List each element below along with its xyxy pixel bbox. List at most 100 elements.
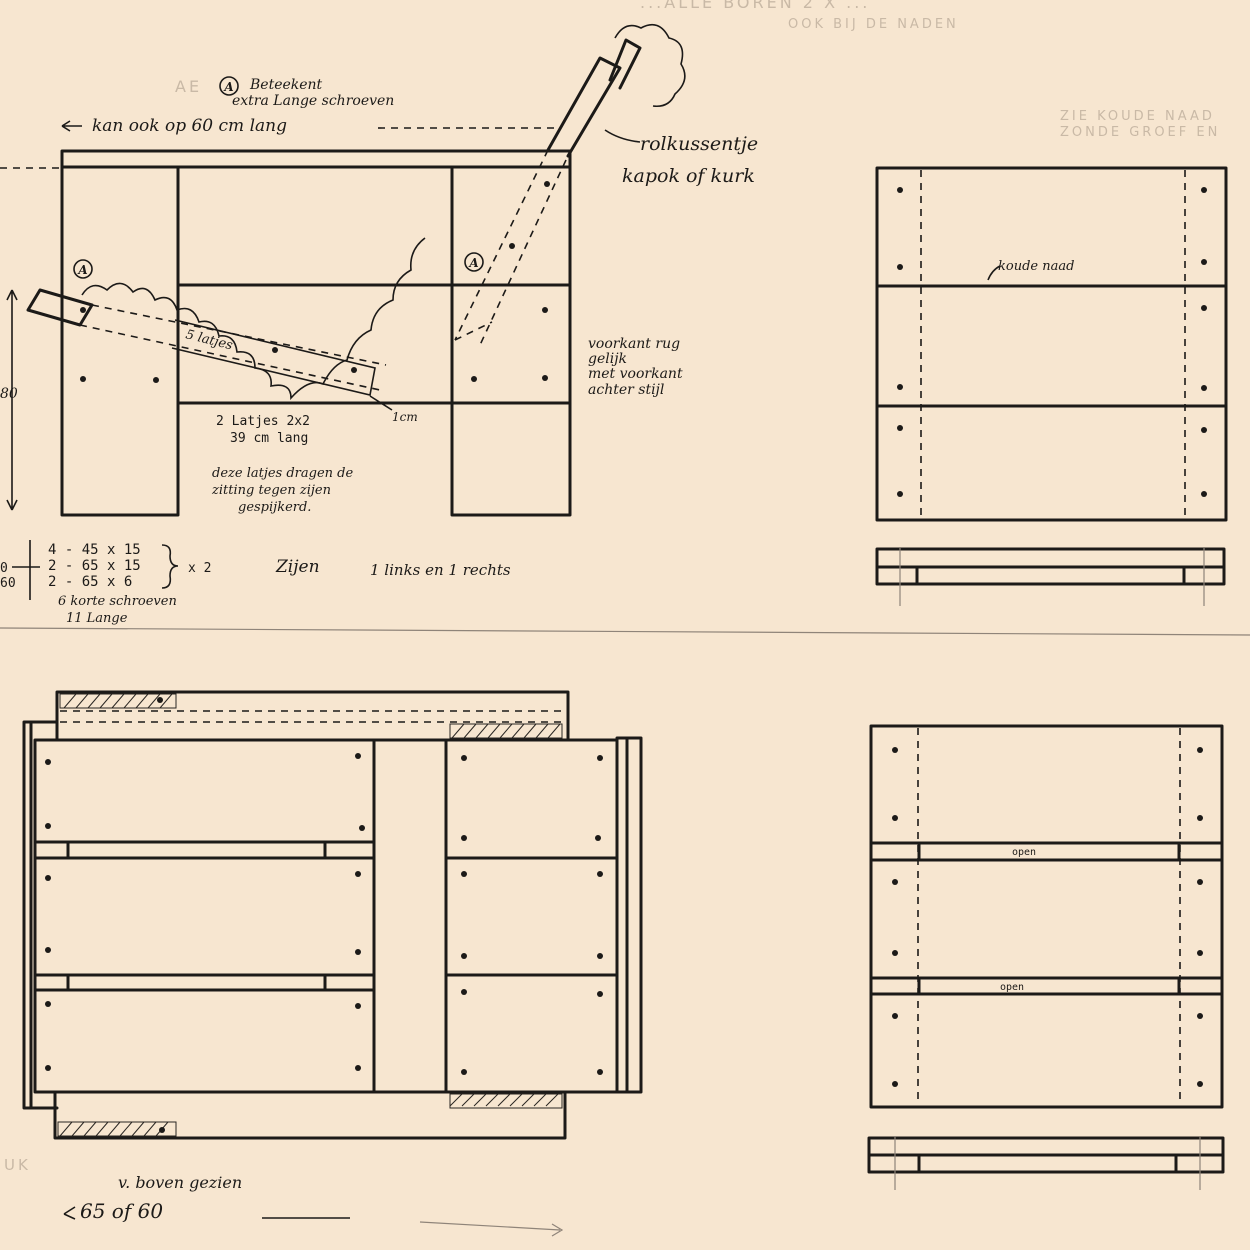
hatch-block [57, 1121, 177, 1137]
back-panel-rail-ends [917, 841, 1181, 996]
screw-dot [80, 376, 86, 382]
cushion-leader [604, 129, 641, 143]
screw-dot [461, 989, 467, 995]
arrow-left-icon [63, 1206, 76, 1220]
front-note-1: voorkant rug [588, 336, 680, 352]
screw-dot [542, 307, 548, 313]
open-label-1: open [1012, 847, 1036, 858]
faint-uk: UK [4, 1156, 31, 1174]
screw-dot [351, 367, 357, 373]
screw-dot [597, 871, 603, 877]
sides-label: Zijen [275, 557, 320, 577]
screw-dot [892, 879, 898, 885]
screw-dot [159, 1127, 165, 1133]
screw-dot [1197, 1013, 1203, 1019]
backrest-hidden-lines [454, 149, 567, 346]
screw-dot [1197, 1081, 1203, 1087]
dim-80: 80 [0, 386, 18, 402]
parts-line-1: 4 - 45 x 15 [48, 542, 141, 558]
screw-dot [892, 747, 898, 753]
head-cushion [614, 23, 686, 108]
screw-dot [355, 1003, 361, 1009]
parts-bracket-left [12, 540, 40, 600]
screw-dot [544, 181, 550, 187]
legend-line-1: Beteekent [249, 77, 323, 93]
screw-dot [45, 759, 51, 765]
screw-dot [45, 1001, 51, 1007]
top-view-drawing: v. boven gezien 65 of 60 [22, 690, 643, 1237]
screw-dot [461, 871, 467, 877]
screws-line-2: 11 Lange [66, 611, 128, 626]
backrest-board [546, 56, 622, 158]
back-panel-rails [869, 841, 1224, 996]
screw-dot [1201, 491, 1207, 497]
front-note-2: gelijk [588, 351, 627, 367]
right-side-boards [615, 736, 643, 1094]
screw-dot [80, 307, 86, 313]
panel-frame [875, 166, 1228, 522]
cm-leader [369, 395, 393, 411]
height-dimension-line [6, 289, 18, 511]
screw-dot [355, 949, 361, 955]
parts-multiplier: x 2 [188, 561, 211, 576]
hatch-block [449, 723, 563, 739]
screw-dot [542, 375, 548, 381]
screw-dot [1201, 427, 1207, 433]
screw-dot [597, 1069, 603, 1075]
screw-dot [1201, 187, 1207, 193]
legend-a-circle [219, 76, 239, 96]
parts-line-3: 2 - 65 x 6 [48, 574, 132, 590]
faint-side-a: AE [175, 77, 202, 96]
back-hidden-lines [60, 710, 565, 723]
marker-a-left-circle [73, 259, 93, 279]
screw-dot [1201, 259, 1207, 265]
width-dimension: 65 of 60 [80, 1199, 163, 1223]
arrow-left-icon [61, 120, 82, 132]
panel-section-top [875, 547, 1226, 569]
back-block-seams [444, 856, 619, 977]
backrest-hidden-end [454, 321, 493, 341]
battens-note-2: zitting tegen zijen [211, 483, 331, 498]
front-leg [450, 165, 572, 517]
backrest-top [608, 38, 642, 90]
sides-detail: 1 links en 1 rechts [370, 561, 511, 579]
screw-dot [897, 425, 903, 431]
panel-hidden-battens [920, 170, 1186, 516]
screw-dot [45, 947, 51, 953]
screw-dot [355, 1065, 361, 1071]
parts-brace [161, 544, 179, 589]
screw-dot [355, 753, 361, 759]
screw-dot [153, 377, 159, 383]
rail-ends [66, 840, 327, 992]
left-side-boards [22, 720, 59, 1110]
screw-dot [45, 875, 51, 881]
hatch-block [449, 1093, 563, 1109]
top-rail [60, 149, 572, 169]
battens-line-1: 2 Latjes 2x2 [216, 414, 310, 429]
screw-dot [461, 1069, 467, 1075]
cm-label: 1cm [392, 410, 418, 424]
marker-a-right-circle [464, 252, 484, 272]
slats-label: 5 latjes [184, 327, 234, 353]
hatch-block [59, 693, 177, 709]
faint-header-3: ZIE KOUDE NAAD [1060, 109, 1215, 124]
screw-dot [1197, 815, 1203, 821]
screw-dot [157, 697, 163, 703]
screw-dot [897, 491, 903, 497]
screw-dot [892, 1081, 898, 1087]
faint-header-4: ZONDE GROEF EN [1060, 125, 1220, 140]
battens-note-3: gespijkerd. [238, 500, 311, 515]
screw-dot [597, 953, 603, 959]
seat-cushion [81, 237, 426, 401]
cushion-note-1: rolkussentje [640, 133, 758, 155]
screw-dot [1197, 747, 1203, 753]
legend-line-2: extra Lange schroeven [232, 93, 394, 109]
marker-a-left: A [77, 263, 87, 277]
seat-slats-hidden [79, 304, 387, 391]
panel-board-seams [875, 284, 1228, 408]
back-section-top [867, 1136, 1225, 1157]
screw-dot [897, 384, 903, 390]
screw-dot [461, 835, 467, 841]
seam-leader [987, 265, 1001, 281]
